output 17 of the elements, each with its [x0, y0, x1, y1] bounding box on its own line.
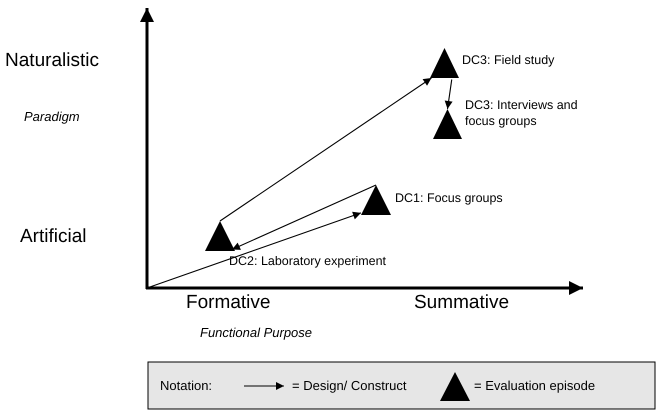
- legend-title: Notation:: [160, 378, 212, 393]
- design-arrow: [232, 184, 376, 250]
- axis-label: Formative: [186, 292, 270, 314]
- episode-label: DC1: Focus groups: [395, 190, 504, 206]
- axis-title: Functional Purpose: [200, 325, 312, 340]
- legend-text: = Design/ Construct: [292, 378, 407, 393]
- legend-text: = Evaluation episode: [474, 378, 596, 393]
- axis-label: Naturalistic: [5, 50, 99, 72]
- design-arrow: [444, 79, 453, 110]
- axis-title: Paradigm: [24, 109, 80, 124]
- episode-label: DC3: Interviews and focus groups: [465, 97, 579, 129]
- episode-label: DC2: Laboratory experiment: [229, 253, 388, 269]
- design-arrow: [220, 78, 432, 222]
- axis-label: Artificial: [20, 226, 87, 248]
- design-arrow: [146, 212, 362, 289]
- episode-label: DC3: Field study: [462, 52, 556, 68]
- axis-label: Summative: [414, 292, 510, 314]
